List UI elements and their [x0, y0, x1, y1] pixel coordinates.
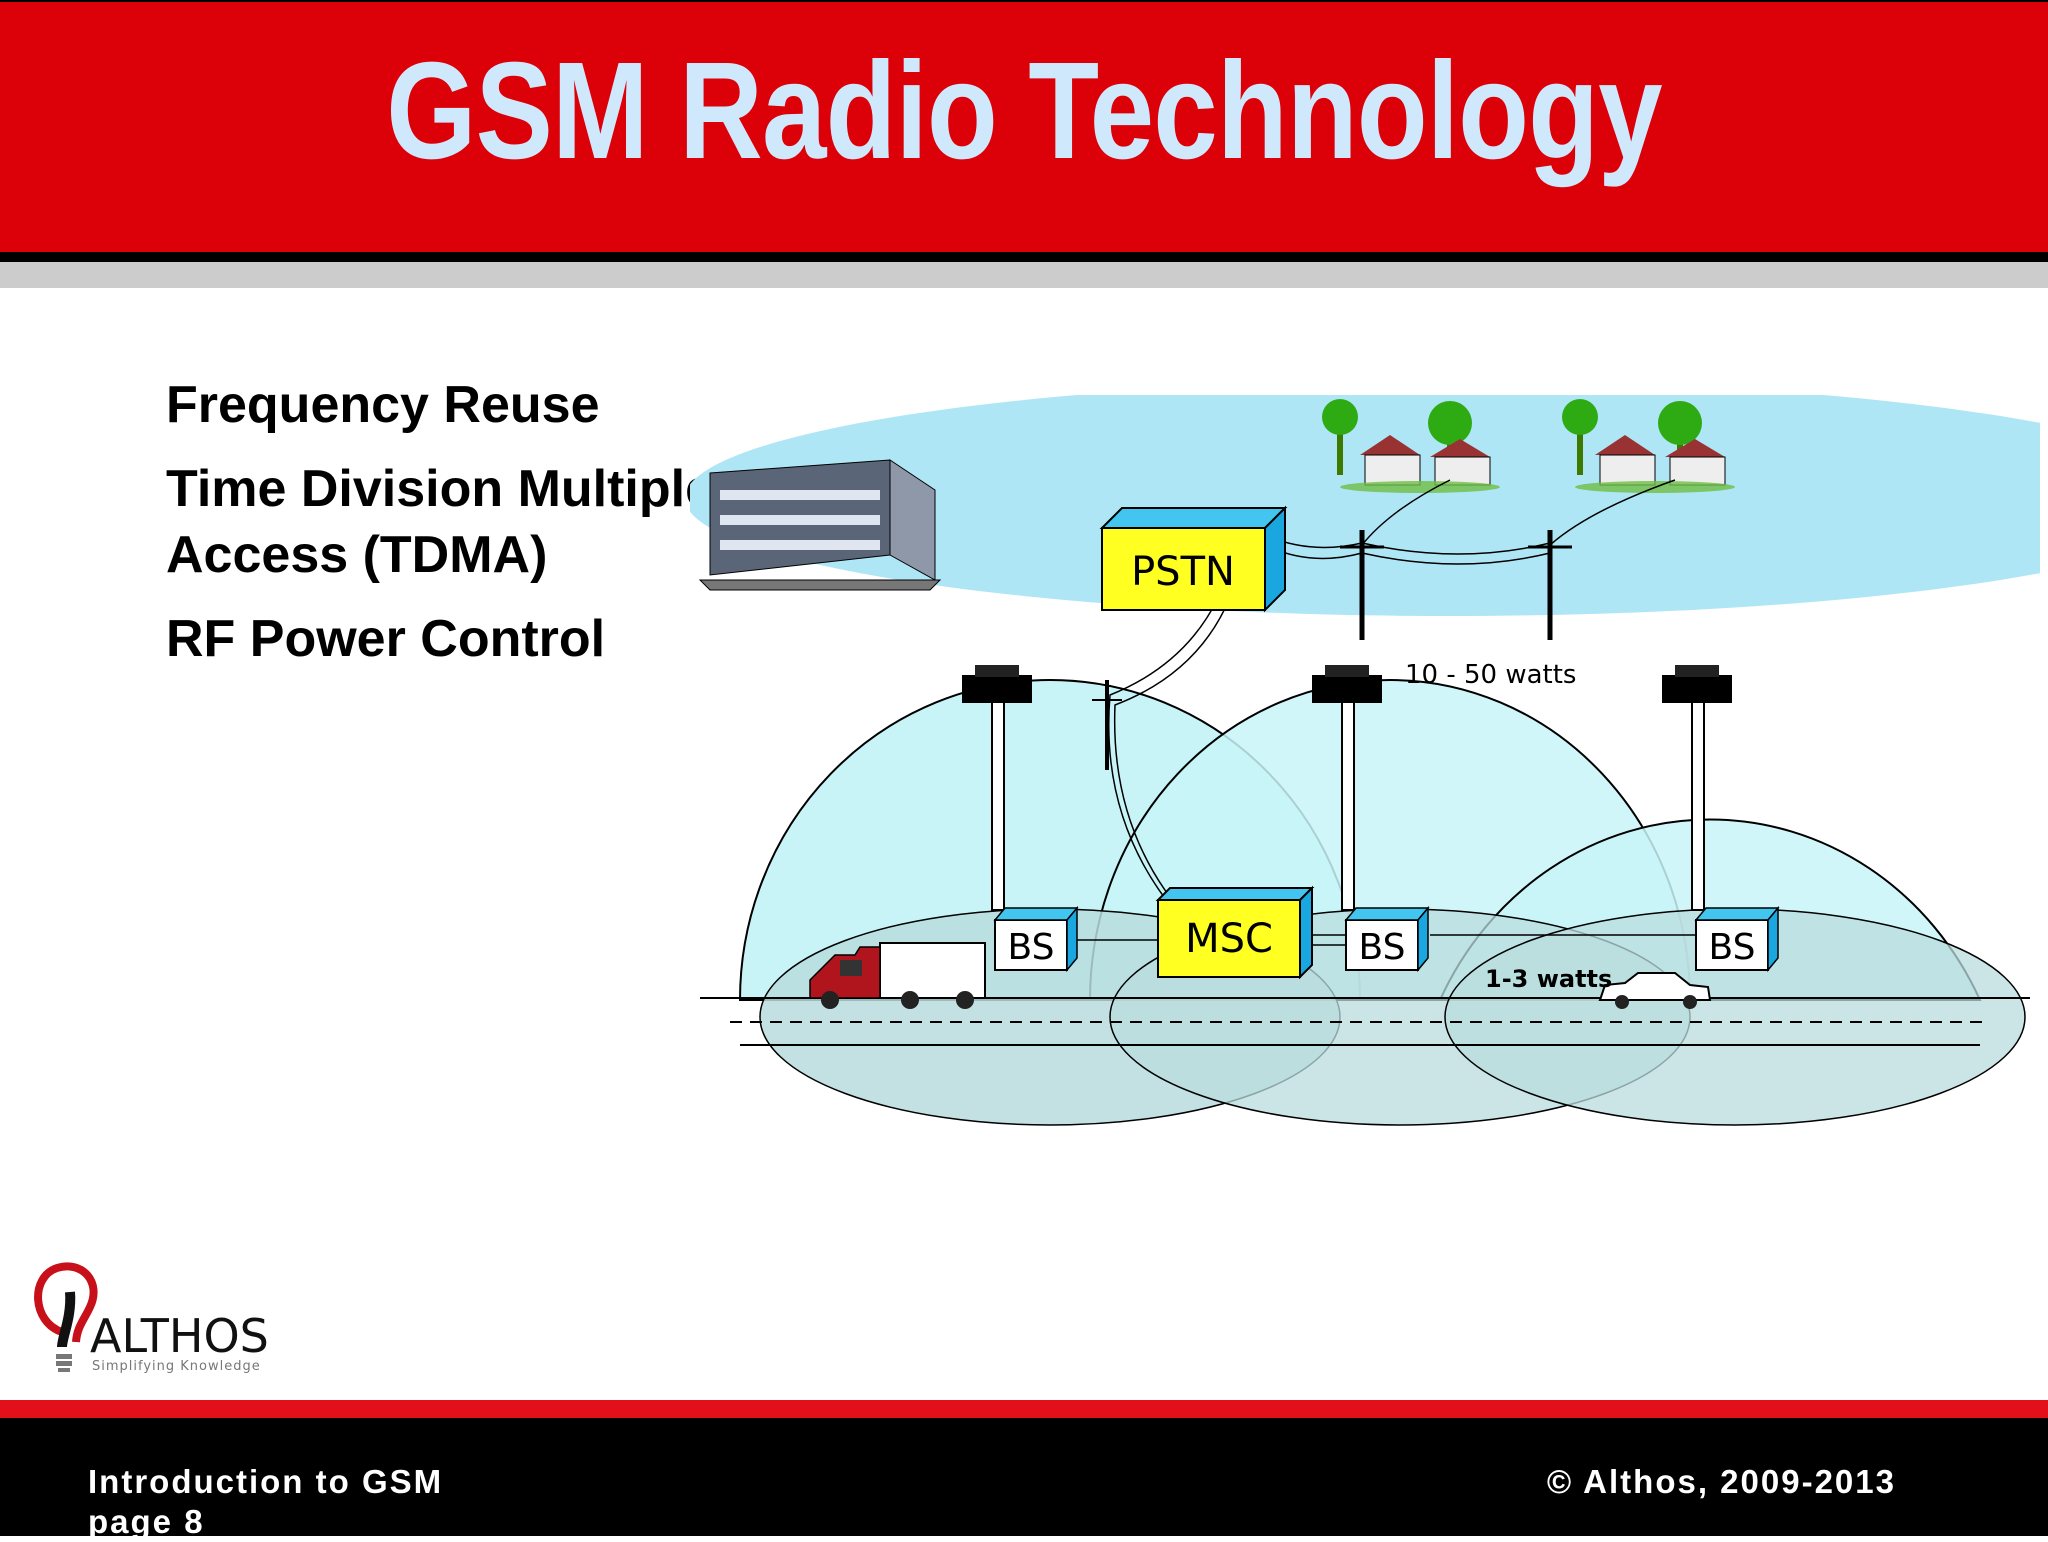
- title-shadow-band: [0, 262, 2048, 288]
- msc-node: MSC: [1155, 885, 1315, 980]
- bullet-list: Frequency Reuse Time Division Multiple A…: [166, 372, 726, 690]
- cell-tower-center: [1312, 665, 1382, 911]
- mobile-power-label: 1-3 watts: [1485, 965, 1612, 993]
- footer-copyright: © Althos, 2009-2013: [1546, 1463, 1896, 1500]
- houses-icon-2: [1562, 399, 1735, 493]
- office-building-icon: [698, 459, 942, 591]
- bs-node-right: BS: [1694, 905, 1780, 973]
- tower-power-label: 10 - 50 watts: [1405, 660, 1576, 690]
- althos-logo: ALTHOS Simplifying Knowledge: [34, 1262, 269, 1374]
- bs-node-left: BS: [993, 905, 1079, 973]
- pstn-node: PSTN: [1099, 505, 1288, 613]
- footer-left: Introduction to GSM page 8: [88, 1462, 443, 1542]
- gsm-network-diagram: PSTN BS BS BS: [690, 395, 2040, 1126]
- cell-tower-left: [962, 665, 1032, 911]
- bs-label-center: BS: [1359, 927, 1406, 968]
- logo-tagline: Simplifying Knowledge: [92, 1359, 261, 1374]
- footer-red-strip: [0, 1400, 2048, 1418]
- slide-title: GSM Radio Technology: [386, 34, 1662, 188]
- title-divider: [0, 252, 2048, 262]
- houses-icon-1: [1322, 399, 1500, 493]
- bs-label-right: BS: [1709, 927, 1756, 968]
- bs-node-center: BS: [1344, 905, 1430, 973]
- msc-label: MSC: [1185, 916, 1273, 962]
- bs-label-left: BS: [1008, 927, 1055, 968]
- truck-icon: [809, 942, 986, 1009]
- footer-course: Introduction to GSM: [88, 1463, 444, 1500]
- car-icon: [1598, 972, 1712, 1009]
- bullet-rf-power-control: RF Power Control: [166, 610, 606, 668]
- bullet-tdma: Time Division Multiple Access (TDMA): [166, 460, 715, 584]
- pstn-label: PSTN: [1131, 549, 1235, 595]
- lightbulb-icon: [34, 1262, 98, 1372]
- title-bar: GSM Radio Technology: [0, 0, 2048, 252]
- footer-bar: [0, 1418, 2048, 1536]
- telephone-poles: [1092, 479, 1676, 770]
- logo-wordmark: ALTHOS: [90, 1309, 269, 1363]
- cell-tower-right: [1662, 665, 1732, 911]
- bullet-frequency-reuse: Frequency Reuse: [166, 376, 600, 434]
- footer-page-number: page 8: [88, 1503, 205, 1540]
